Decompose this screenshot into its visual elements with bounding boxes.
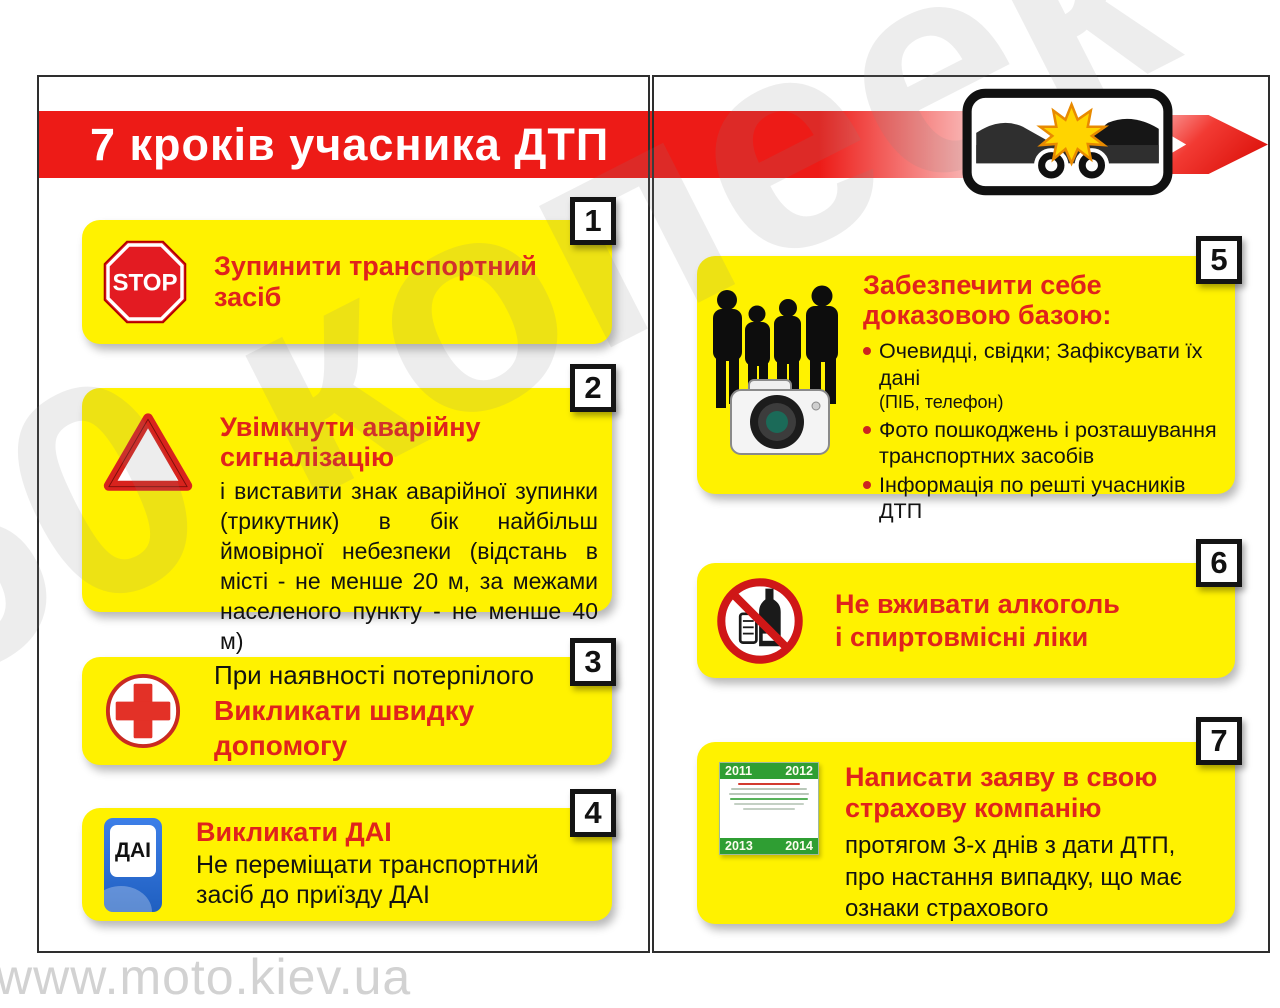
- step-6-title: Не вживати алкоголь і спиртовмісні ліки: [835, 589, 1120, 652]
- stop-sign-icon: STOP: [103, 240, 187, 324]
- step-7-number-badge: 7: [1196, 717, 1242, 765]
- step-7-body: протягом 3-х днів з дати ДТП, про настан…: [845, 832, 1182, 923]
- page-title: 7 кроків учасника ДТП: [90, 119, 610, 170]
- dai-sign-label: ДАІ: [110, 824, 156, 877]
- step-card-7: 2011 2012 2013 2014 Написати заяву в сво…: [697, 742, 1235, 924]
- step-card-5: Забезпечити себе доказовою базою: Очевид…: [697, 256, 1235, 523]
- policy-year: 2014: [785, 839, 813, 853]
- step-card-1: STOP Зупинити транспортний засіб: [82, 220, 612, 344]
- header-banner: [39, 111, 1039, 178]
- policy-years-top: 2011 2012: [720, 763, 818, 779]
- step-2-title: Увімкнути аварійну сигналізацію: [220, 412, 481, 473]
- no-alcohol-icon: [717, 577, 803, 664]
- bullet-dot-icon: [863, 347, 871, 356]
- policy-year: 2011: [725, 764, 753, 778]
- step-6-number-badge: 6: [1196, 539, 1242, 587]
- policy-text-line: [731, 788, 807, 790]
- svg-text:STOP: STOP: [112, 270, 177, 297]
- bullet-text: Фото пошкоджень і розташування транспорт…: [879, 417, 1217, 468]
- warning-triangle-icon: [103, 413, 193, 491]
- witnesses-camera-icon: [713, 285, 838, 455]
- policy-year: 2013: [725, 839, 753, 853]
- bullet-item: Інформація по решті учасників ДТП: [863, 472, 1227, 524]
- bullet-note: (ПІБ, телефон): [879, 391, 1004, 412]
- page-left-frame: [37, 75, 650, 953]
- bullet-text: Очевидці, свідки; Зафіксувати їх дані: [879, 339, 1203, 390]
- step-1-title: Зупинити транспортний засіб: [214, 250, 537, 312]
- bullet-item: Очевидці, свідки; Зафіксувати їх дані: [863, 338, 1227, 390]
- policy-text-line: [738, 783, 800, 785]
- step-2-body: і виставити знак аварійної зупинки (трик…: [220, 478, 598, 654]
- step-4-body: Не переміщати транспортний засіб до приї…: [196, 850, 539, 910]
- car-crash-icon: [962, 88, 1173, 196]
- step-3-pretext: При наявності потерпілого: [214, 660, 534, 691]
- red-cross-icon: [105, 673, 181, 749]
- step-4-number-badge: 4: [570, 789, 616, 837]
- page-right-frame: [652, 75, 1270, 953]
- bullet-text: Інформація по решті учасників ДТП: [879, 472, 1186, 524]
- step-card-3: При наявності потерпілого Викликати швид…: [82, 657, 612, 765]
- step-5-number-badge: 5: [1196, 236, 1242, 284]
- policy-body: [720, 779, 818, 838]
- site-url: www.moto.kiev.ua: [0, 949, 412, 1005]
- step-4-title: Викликати ДАІ: [196, 817, 392, 848]
- step-3-title: Викликати швидку допомогу: [214, 694, 475, 761]
- bullet-dot-icon: [863, 425, 871, 434]
- dai-sign-icon: ДАІ: [104, 817, 162, 912]
- policy-years-bottom: 2013 2014: [720, 838, 818, 854]
- bullet-item: Фото пошкоджень і розташування транспорт…: [863, 417, 1227, 469]
- step-1-number-badge: 1: [570, 197, 616, 245]
- policy-text-line: [728, 793, 810, 795]
- step-5-title: Забезпечити себе доказовою базою:: [863, 270, 1112, 331]
- insurance-policy-icon: 2011 2012 2013 2014: [719, 762, 819, 855]
- policy-year: 2012: [785, 764, 813, 778]
- step-card-4: ДАІ Викликати ДАІ Не переміщати транспор…: [82, 808, 612, 921]
- bullet-dot-icon: [863, 480, 871, 489]
- policy-text-line: [733, 803, 805, 805]
- step-5-bullets: Очевидці, свідки; Зафіксувати їх дані (П…: [863, 338, 1227, 524]
- dai-sign-glow: [104, 885, 152, 912]
- step-card-2: Увімкнути аварійну сигналізацію і вистав…: [82, 388, 612, 654]
- step-card-6: Не вживати алкоголь і спиртовмісні ліки: [697, 563, 1235, 678]
- policy-text-line: [730, 798, 808, 800]
- policy-text-line: [742, 808, 796, 810]
- step-3-number-badge: 3: [570, 638, 616, 686]
- step-7-title: Написати заяву в свою страхову компанію: [845, 762, 1158, 824]
- step-2-number-badge: 2: [570, 364, 616, 412]
